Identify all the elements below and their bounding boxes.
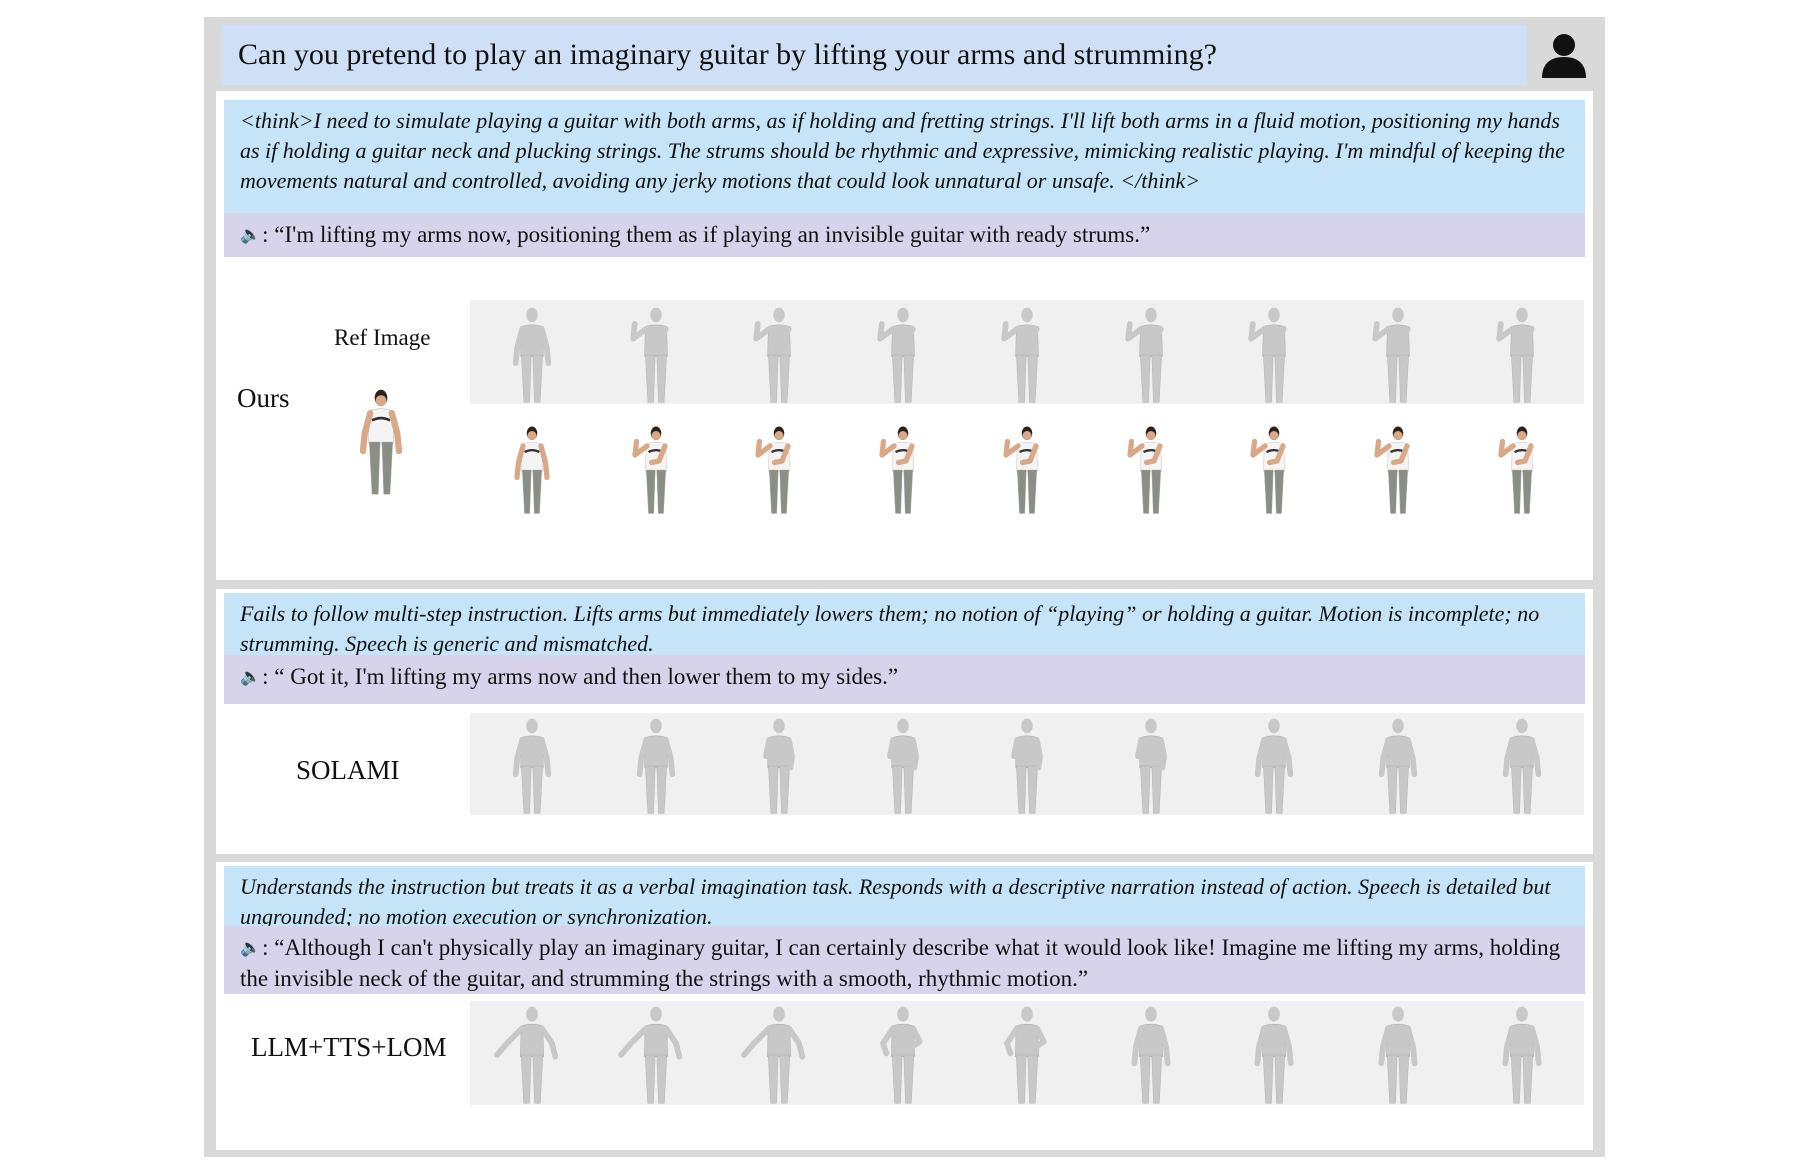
ours-mesh-frame	[1349, 300, 1447, 404]
critique-block: Fails to follow multi-step instruction. …	[224, 593, 1585, 656]
ours-avatar-frame	[730, 417, 828, 515]
ours-avatar-frame	[607, 417, 705, 515]
ours-mesh-frame	[1102, 300, 1200, 404]
ours-mesh-frame	[978, 300, 1076, 404]
solami-mesh-frame	[1225, 713, 1323, 815]
llm-mesh-strip	[470, 1001, 1584, 1105]
llm-mesh-frame	[730, 1001, 828, 1105]
speaker-icon: 🔈	[240, 667, 262, 686]
llm-mesh-frame	[1349, 1001, 1447, 1105]
prompt-text: Can you pretend to play an imaginary gui…	[238, 38, 1217, 71]
method-label-solami: SOLAMI	[296, 755, 400, 785]
ours-avatar-frame	[1473, 417, 1571, 515]
person-silhouette-icon	[1527, 25, 1601, 85]
user-prompt: Can you pretend to play an imaginary gui…	[221, 25, 1527, 85]
speaker-icon: 🔈	[240, 225, 262, 244]
ref-image-label: Ref Image	[334, 325, 431, 350]
figure-frame: Can you pretend to play an imaginary gui…	[204, 17, 1605, 1157]
solami-mesh-frame	[854, 713, 952, 815]
ours-mesh-frame	[1473, 300, 1571, 404]
llm-mesh-frame	[854, 1001, 952, 1105]
ref-image	[336, 381, 426, 503]
llm-mesh-frame	[1473, 1001, 1571, 1105]
speech-block: 🔈: “I'm lifting my arms now, positioning…	[224, 213, 1585, 257]
solami-mesh-strip	[470, 713, 1584, 815]
method-label-ours: Ours	[237, 383, 290, 413]
ours-mesh-frame	[483, 300, 581, 404]
speech-block: 🔈: “Although I can't physically play an …	[224, 926, 1585, 994]
ours-avatar-frame	[483, 417, 581, 515]
ours-mesh-strip	[470, 300, 1584, 404]
solami-mesh-frame	[1349, 713, 1447, 815]
solami-mesh-frame	[1102, 713, 1200, 815]
ours-avatar-frame	[854, 417, 952, 515]
panel-llm-tts-lom: Understands the instruction but treats i…	[216, 862, 1593, 1150]
panel-solami: Fails to follow multi-step instruction. …	[216, 589, 1593, 854]
ours-avatar-frame	[1102, 417, 1200, 515]
llm-mesh-frame	[483, 1001, 581, 1105]
ours-mesh-frame	[607, 300, 705, 404]
ours-avatar-frame	[1349, 417, 1447, 515]
panel-ours: <think>I need to simulate playing a guit…	[216, 91, 1593, 580]
llm-mesh-frame	[607, 1001, 705, 1105]
critique-block: Understands the instruction but treats i…	[224, 866, 1585, 929]
speech-block: 🔈: “ Got it, I'm lifting my arms now and…	[224, 655, 1585, 704]
ours-mesh-frame	[1225, 300, 1323, 404]
solami-mesh-frame	[730, 713, 828, 815]
solami-mesh-frame	[978, 713, 1076, 815]
solami-mesh-frame	[1473, 713, 1571, 815]
think-block: <think>I need to simulate playing a guit…	[224, 100, 1585, 213]
speaker-icon: 🔈	[240, 938, 262, 957]
ours-mesh-frame	[730, 300, 828, 404]
solami-mesh-frame	[607, 713, 705, 815]
ours-avatar-strip	[470, 417, 1584, 515]
llm-mesh-frame	[1225, 1001, 1323, 1105]
method-label-llm-tts-lom: LLM+TTS+LOM	[251, 1032, 447, 1062]
llm-mesh-frame	[1102, 1001, 1200, 1105]
llm-mesh-frame	[978, 1001, 1076, 1105]
ours-avatar-frame	[978, 417, 1076, 515]
solami-mesh-frame	[483, 713, 581, 815]
ours-avatar-frame	[1225, 417, 1323, 515]
ours-mesh-frame	[854, 300, 952, 404]
